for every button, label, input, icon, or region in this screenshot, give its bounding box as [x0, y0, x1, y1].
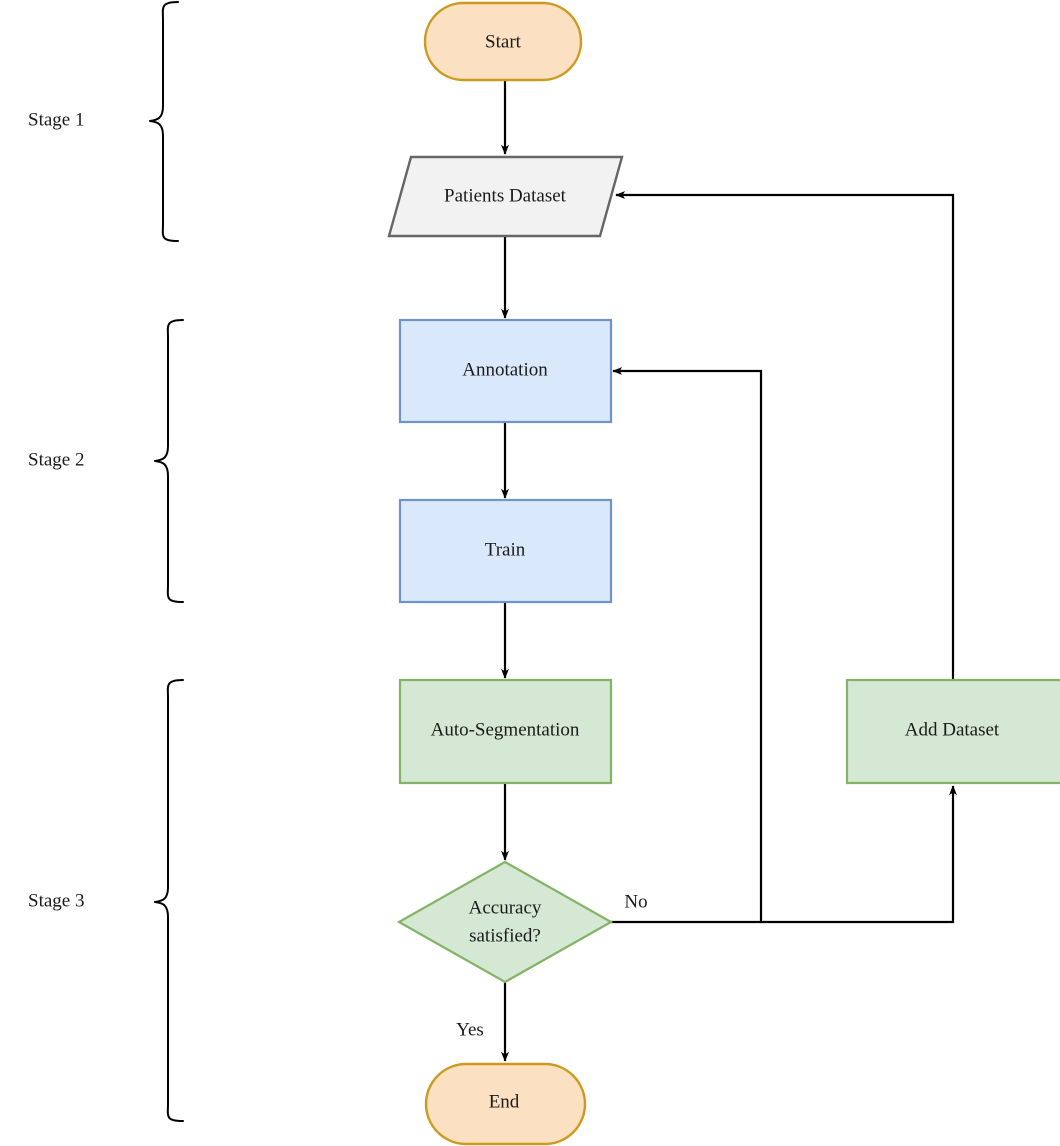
- accuracy-decision-label-line2: satisfied?: [469, 925, 541, 946]
- auto-segmentation-label: Auto-Segmentation: [431, 719, 580, 740]
- node-add-dataset[interactable]: Add Dataset: [845, 678, 1060, 785]
- train-box[interactable]: [398, 498, 613, 604]
- end-label: End: [489, 1091, 520, 1112]
- edge-decision-to-annotation: [611, 367, 763, 924]
- stage-3-label: Stage 3: [28, 890, 84, 911]
- patients-dataset-label: Patients Dataset: [444, 185, 567, 206]
- stage-2-brace: [154, 319, 184, 603]
- start-label: Start: [485, 31, 522, 52]
- node-patients-dataset[interactable]: Patients Dataset: [387, 155, 624, 238]
- stage-1-brace: [149, 1, 179, 242]
- accuracy-decision-label-line1: Accuracy: [469, 897, 542, 918]
- accuracy-decision-diamond[interactable]: [396, 860, 614, 984]
- train-label: Train: [485, 539, 526, 560]
- node-annotation[interactable]: Annotation: [398, 318, 613, 424]
- node-start[interactable]: Start: [423, 1, 583, 82]
- add-dataset-label: Add Dataset: [905, 719, 1000, 740]
- patients-dataset-parallelogram[interactable]: [387, 155, 624, 238]
- node-auto-segmentation[interactable]: Auto-Segmentation: [398, 678, 613, 785]
- stage-1-label: Stage 1: [28, 109, 84, 130]
- node-accuracy-decision[interactable]: Accuracy satisfied?: [396, 860, 614, 984]
- edge-add-dataset-to-patients-dataset: [615, 191, 955, 680]
- auto-segmentation-box[interactable]: [398, 678, 613, 785]
- end-terminator-shape[interactable]: [424, 1062, 587, 1146]
- start-terminator-shape[interactable]: [423, 1, 583, 82]
- stage-2-label: Stage 2: [28, 449, 84, 470]
- annotation-label: Annotation: [462, 359, 548, 380]
- stage-3-group: Stage 3: [28, 679, 184, 1122]
- node-train[interactable]: Train: [398, 498, 613, 604]
- annotation-box[interactable]: [398, 318, 613, 424]
- flow-connectors: [501, 80, 957, 1062]
- edge-label-yes: Yes: [456, 1019, 484, 1040]
- stage-2-group: Stage 2: [28, 319, 184, 603]
- stage-3-brace: [154, 679, 184, 1122]
- edge-decision-to-add-dataset: [761, 785, 957, 924]
- edge-label-no: No: [624, 891, 647, 912]
- node-end[interactable]: End: [424, 1062, 587, 1146]
- add-dataset-box[interactable]: [845, 678, 1060, 785]
- stage-1-group: Stage 1: [28, 1, 179, 242]
